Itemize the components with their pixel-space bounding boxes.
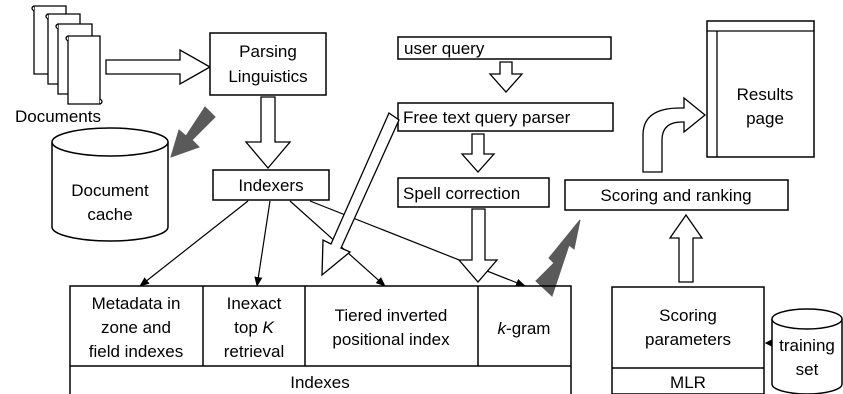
parser-to-tiered-arrow	[321, 112, 400, 277]
kgram-k-var: k	[498, 319, 508, 338]
parsing-to-cache-arrow	[170, 106, 216, 158]
kgram-label: k-gram	[498, 319, 551, 338]
tiered-label-2: positional index	[332, 330, 450, 349]
results-label-2: page	[746, 109, 784, 128]
tiered-label-1: Tiered inverted	[335, 306, 448, 325]
kgram-to-scoring-arrow	[535, 219, 581, 297]
user-query-box	[397, 36, 612, 60]
document-cache-cylinder	[51, 127, 169, 242]
documents-icon	[31, 5, 103, 105]
training-label-1: training	[779, 336, 835, 355]
metadata-label-3: field indexes	[89, 342, 184, 361]
scoring-params-label-1: Scoring	[659, 306, 717, 325]
kgram-suffix: -gram	[506, 319, 550, 338]
query-to-parser-arrow	[488, 61, 524, 93]
training-set-cylinder	[771, 308, 843, 394]
inexact-label-2: top K	[234, 318, 274, 337]
free-text-parser-box	[397, 102, 614, 132]
metadata-label-2: zone and	[101, 318, 171, 337]
indexes-box	[69, 285, 572, 394]
params-to-scoring-arrow	[668, 213, 704, 283]
indexers-to-inexact-arrow	[254, 200, 271, 287]
scoring-params-label-2: parameters	[645, 330, 731, 349]
inexact-label-1: Inexact	[227, 294, 282, 313]
document-cache-label-2: cache	[87, 205, 132, 224]
indexes-label: Indexes	[290, 373, 350, 392]
parser-to-spell-arrow	[460, 133, 496, 173]
results-page	[706, 20, 815, 158]
parsing-to-indexers-arrow	[244, 96, 292, 170]
free-text-parser-label: Free text query parser	[403, 108, 571, 127]
mlr-label: MLR	[670, 373, 706, 392]
indexers-to-metadata-arrow	[139, 200, 249, 287]
linguistics-label: Linguistics	[228, 67, 307, 86]
spell-correction-label: Spell correction	[403, 184, 520, 203]
parsing-linguistics-box	[209, 32, 327, 96]
inexact-label-3: retrieval	[224, 342, 284, 361]
scoring-to-results-arrow	[642, 96, 707, 173]
spell-correction-box	[397, 177, 550, 208]
inexact-top-text: top	[234, 318, 262, 337]
metadata-label-1: Metadata in	[92, 294, 181, 313]
scoring-parameters-box	[611, 286, 765, 394]
document-cache-label-1: Document	[71, 181, 149, 200]
scoring-ranking-label: Scoring and ranking	[600, 186, 751, 205]
parsing-label: Parsing	[239, 42, 297, 61]
results-label-1: Results	[737, 85, 794, 104]
spell-to-kgram-arrow	[457, 208, 499, 283]
training-label-2: set	[796, 360, 819, 379]
scoring-ranking-box	[564, 179, 789, 211]
documents-label: Documents	[15, 107, 101, 126]
documents-to-parsing-arrow	[105, 48, 212, 86]
user-query-label: user query	[404, 39, 485, 58]
indexers-box	[212, 169, 330, 201]
indexers-label: Indexers	[238, 176, 303, 195]
inexact-k-var: K	[263, 318, 275, 337]
